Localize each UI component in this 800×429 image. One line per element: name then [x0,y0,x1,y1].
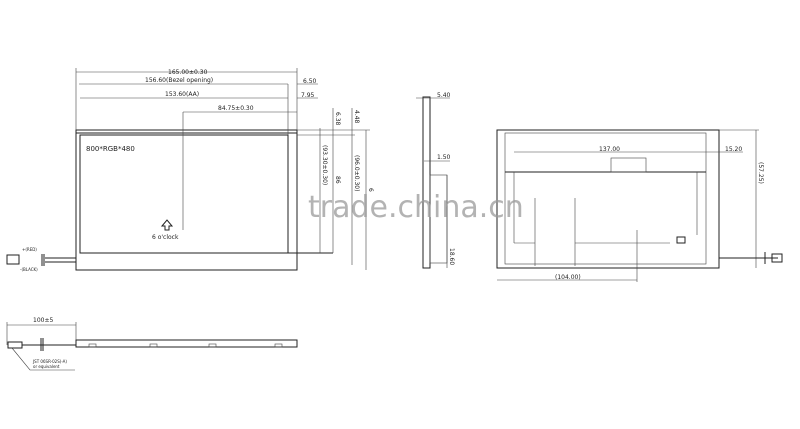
connector-icon [6,254,20,265]
watermark: trade.china.cn [308,190,524,225]
dim-center-offset: 84.75±0.30 [218,105,254,112]
dim-bottom: 18.60 [448,248,455,265]
wire-red-label: +(RED) [22,247,37,252]
dim-right-margin-1: 6.50 [303,78,317,85]
dim-right-margin-2: 7.95 [301,92,315,99]
dim-active-area: 153.60(AA) [165,91,199,98]
dim-rear-height: (57.25) [757,162,764,184]
bottom-view: 100±5 JST 06SR-02S(-A) or equivalent [6,317,298,371]
arrow-up-icon [160,219,174,231]
connector-icon [771,253,783,263]
dim-bezel-height: (96.0±0.30) [353,155,360,191]
dim-bezel-opening: 156.60(Bezel opening) [145,77,213,84]
resolution-label: 800*RGB*480 [86,145,135,153]
dim-top-margin-1: 6.38 [334,112,341,126]
dim-rear-offset: 15.20 [725,146,742,153]
dim-thickness: 5.40 [437,92,451,99]
viewing-direction-label: 6 o'clock [152,234,179,241]
wire-black-label: -(BLACK) [20,267,38,272]
dim-rear-width: 137.00 [599,146,620,153]
dim-top-margin-2: 4.48 [353,110,360,124]
front-view: 165.00±0.30 156.60(Bezel opening) 153.60… [6,68,374,272]
dim-aa-height: (93.30±0.30) [321,145,328,185]
dim-width-overall: 165.00±0.30 [168,69,208,76]
dim-cable-length: 100±5 [33,317,53,324]
dim-step: 1.50 [437,154,451,161]
dim-height-4: 6 [367,188,374,192]
active-area [79,134,289,254]
side-view: 5.40 1.50 18.60 [416,92,455,269]
dim-rear-bottom-width: (104.00) [555,274,581,281]
dim-height-3: 86 [334,176,341,184]
front-outline [75,129,298,271]
connector-note-2: or equivalent [33,364,60,369]
rear-view: 137.00 15.20 (57.25) (104.00) [496,129,783,282]
connector-icon [7,341,23,349]
connector-note-1: JST 06SR-02S(-A) [32,359,67,364]
